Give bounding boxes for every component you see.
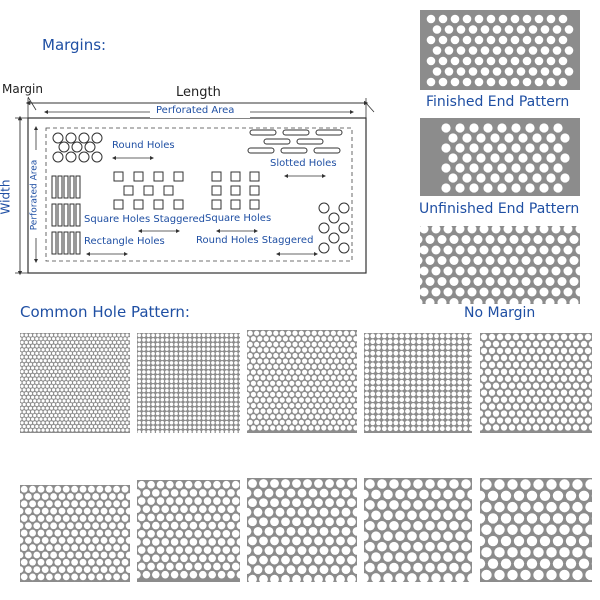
sheet-outline (27, 117, 367, 274)
perforated-area-label: Perforated Area (156, 105, 235, 116)
hole-pattern-tile (247, 478, 357, 582)
round-holes-staggered-group (318, 202, 350, 254)
no-margin-label: No Margin (464, 305, 536, 321)
length-label: Length (176, 85, 221, 100)
hole-pattern-tile (364, 478, 472, 582)
common-hole-pattern-title: Common Hole Pattern: (20, 303, 190, 321)
width-label: Width (0, 179, 13, 215)
square-holes-label: Square Holes (205, 213, 272, 224)
unfinished-end-pattern-label: Unfinished End Pattern (419, 201, 580, 217)
square-holes-staggered-group (113, 171, 184, 210)
rectangle-holes-label: Rectangle Holes (84, 236, 165, 247)
hole-pattern-tile (20, 485, 130, 582)
unfinished-end-pattern-swatch (420, 118, 580, 196)
hole-pattern-tile (247, 330, 357, 433)
hole-pattern-tile (364, 333, 472, 433)
hole-pattern-tile (137, 480, 240, 582)
round-holes-label: Round Holes (112, 140, 175, 151)
hole-pattern-tile (480, 333, 592, 433)
finished-end-pattern-label: Finished End Pattern (426, 94, 570, 110)
no-margin-swatch (420, 226, 580, 304)
perforated-area-outline (45, 127, 353, 262)
square-holes-group (211, 171, 260, 210)
square-holes-staggered-label: Square Holes Staggered (84, 214, 205, 225)
perforated-area-vertical-label: Perforated Area (29, 159, 40, 231)
slotted-holes-group (247, 129, 343, 154)
margin-label: Margin (2, 82, 43, 96)
round-holes-group (52, 132, 103, 163)
hole-pattern-tile (137, 333, 240, 433)
margins-diagram (15, 96, 375, 276)
rectangle-holes-group (51, 175, 81, 255)
slotted-holes-label: Slotted Holes (270, 158, 337, 169)
round-holes-staggered-label: Round Holes Staggered (196, 235, 314, 246)
hole-pattern-tile (20, 333, 130, 433)
hole-pattern-tile (480, 478, 592, 582)
finished-end-pattern-swatch (420, 10, 580, 90)
margins-title: Margins: (42, 36, 107, 54)
